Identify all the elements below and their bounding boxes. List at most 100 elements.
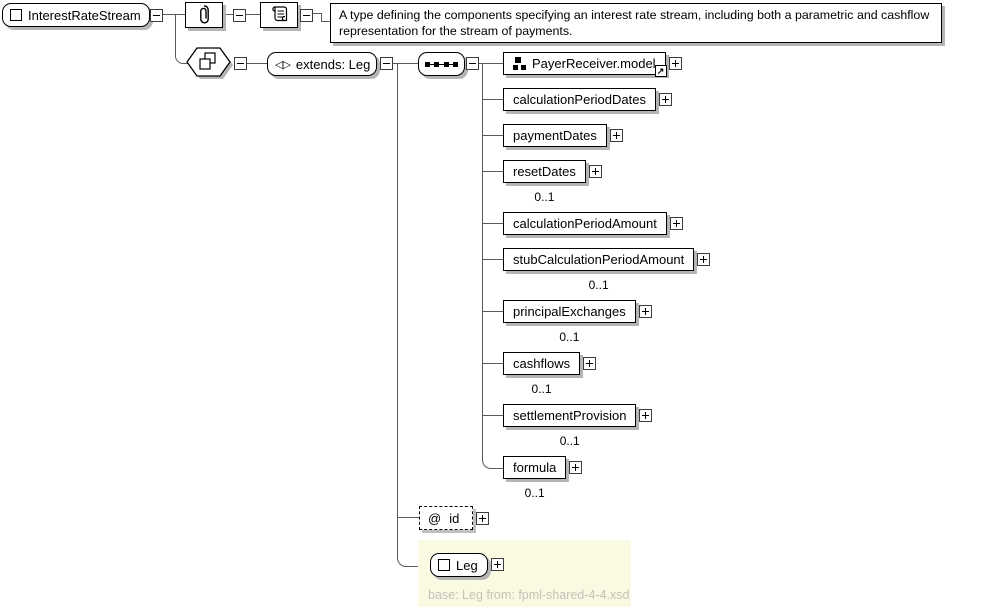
cardinality-label: 0..1 <box>534 190 555 204</box>
connector-line <box>223 14 233 15</box>
attribute-at-icon: @ <box>428 510 442 526</box>
cardinality-label: 0..1 <box>559 434 580 448</box>
element-node-stubcalculationperiodamount: stubCalculationPeriodAmount 0..1 <box>503 248 711 292</box>
element-node-cashflows: cashflows 0..1 <box>503 352 597 396</box>
paperclip-icon <box>200 5 209 24</box>
expand-button[interactable] <box>569 461 583 474</box>
connector-line <box>175 15 189 64</box>
attribute-name: id <box>449 510 460 526</box>
connector-line <box>482 311 503 312</box>
extends-label: extends: Leg <box>295 56 371 72</box>
connector-trunk <box>482 64 504 469</box>
base-element-node[interactable]: Leg <box>430 553 488 577</box>
connector-line <box>482 415 503 416</box>
element-node-formula: formula 0..1 <box>503 456 583 500</box>
element-box[interactable]: stubCalculationPeriodAmount <box>503 248 695 271</box>
collapse-button[interactable] <box>234 57 247 70</box>
connector-line <box>397 517 419 518</box>
expand-button[interactable] <box>668 57 682 70</box>
collapse-button[interactable] <box>466 57 479 70</box>
element-icon <box>438 559 450 571</box>
element-name: formula <box>513 460 557 475</box>
base-element-name: Leg <box>456 557 478 573</box>
sequence-icon <box>425 61 458 67</box>
expand-button[interactable] <box>588 165 602 178</box>
element-node-payerreceiver-model: PayerReceiver.model ↗ <box>503 52 682 96</box>
element-box[interactable]: calculationPeriodAmount <box>503 212 667 235</box>
expand-button[interactable] <box>697 253 711 266</box>
extension-icon: ◁▷ <box>275 58 291 71</box>
expand-button[interactable] <box>658 93 672 106</box>
expand-button[interactable] <box>476 512 489 525</box>
model-group-icon <box>513 57 526 70</box>
expand-button[interactable] <box>669 217 683 230</box>
element-node-calculationperioddates: calculationPeriodDates <box>503 88 672 132</box>
connector-line <box>482 171 503 172</box>
cardinality-label: 0..1 <box>524 486 545 500</box>
complex-content-node[interactable] <box>184 45 236 85</box>
scroll-icon <box>272 6 288 22</box>
sequence-node[interactable] <box>418 52 465 76</box>
expand-button[interactable] <box>609 129 623 142</box>
connector-line <box>482 363 503 364</box>
attribute-node-id: @ id <box>419 506 489 530</box>
connector-trunk <box>397 64 420 567</box>
element-name: principalExchanges <box>513 304 626 319</box>
attribute-box[interactable]: @ id <box>419 506 473 530</box>
element-box[interactable]: principalExchanges <box>503 300 636 323</box>
expand-button[interactable] <box>583 357 597 370</box>
element-node-resetdates: resetDates 0..1 <box>503 160 602 204</box>
connector-line <box>246 14 260 15</box>
element-box[interactable]: cashflows <box>503 352 581 375</box>
documentation-text-box: A type defining the components specifyin… <box>330 3 942 43</box>
element-box[interactable]: settlementProvision <box>503 404 637 427</box>
connector-line <box>482 259 503 260</box>
cardinality-label: 0..1 <box>531 382 552 396</box>
collapse-button[interactable] <box>233 9 246 22</box>
element-node-calculationperiodamount: calculationPeriodAmount <box>503 212 683 256</box>
documentation-text: A type defining the components specifyin… <box>339 8 930 38</box>
element-box[interactable]: calculationPeriodDates <box>503 88 656 111</box>
connector-line <box>482 223 503 224</box>
element-name: calculationPeriodDates <box>513 92 646 107</box>
connector-line <box>163 14 185 15</box>
root-type-name: InterestRateStream <box>28 7 141 23</box>
expand-button[interactable] <box>491 558 504 571</box>
element-name: paymentDates <box>513 128 597 143</box>
base-caption: base: Leg from: fpml-shared-4-4.xsd <box>428 588 630 602</box>
element-icon <box>10 9 22 21</box>
element-box[interactable]: PayerReceiver.model ↗ <box>503 52 667 77</box>
connector-line <box>247 63 267 64</box>
collapse-button[interactable] <box>380 57 393 70</box>
connector-line <box>393 63 418 64</box>
element-name: settlementProvision <box>513 408 627 423</box>
element-name: cashflows <box>513 356 571 371</box>
expand-button[interactable] <box>638 305 652 318</box>
element-node-settlementprovision: settlementProvision 0..1 <box>503 404 653 448</box>
reference-arrow-icon: ↗ <box>654 65 667 77</box>
element-box[interactable]: paymentDates <box>503 124 607 147</box>
expand-button[interactable] <box>639 409 653 422</box>
collapse-button[interactable] <box>300 9 313 22</box>
annotation-node[interactable] <box>185 2 223 28</box>
element-box[interactable]: resetDates <box>503 160 586 183</box>
element-node-principalexchanges: principalExchanges 0..1 <box>503 300 652 344</box>
root-type-node[interactable]: InterestRateStream <box>2 3 150 27</box>
element-node-paymentdates: paymentDates <box>503 124 623 168</box>
element-name: calculationPeriodAmount <box>513 216 657 231</box>
element-box[interactable]: formula <box>503 456 567 479</box>
connector-line <box>479 63 503 64</box>
connector-line <box>313 13 322 14</box>
connector-line <box>482 135 503 136</box>
element-name: stubCalculationPeriodAmount <box>513 252 685 267</box>
documentation-node[interactable] <box>260 2 298 28</box>
overlapping-squares-icon <box>199 58 211 70</box>
base-type-panel: Leg base: Leg from: fpml-shared-4-4.xsd <box>418 540 631 607</box>
element-name: resetDates <box>513 164 576 179</box>
collapse-button[interactable] <box>150 9 163 22</box>
connector-line <box>321 13 331 22</box>
extends-node[interactable]: ◁▷ extends: Leg <box>267 52 377 76</box>
element-name: PayerReceiver.model <box>532 56 656 71</box>
cardinality-label: 0..1 <box>588 278 609 292</box>
